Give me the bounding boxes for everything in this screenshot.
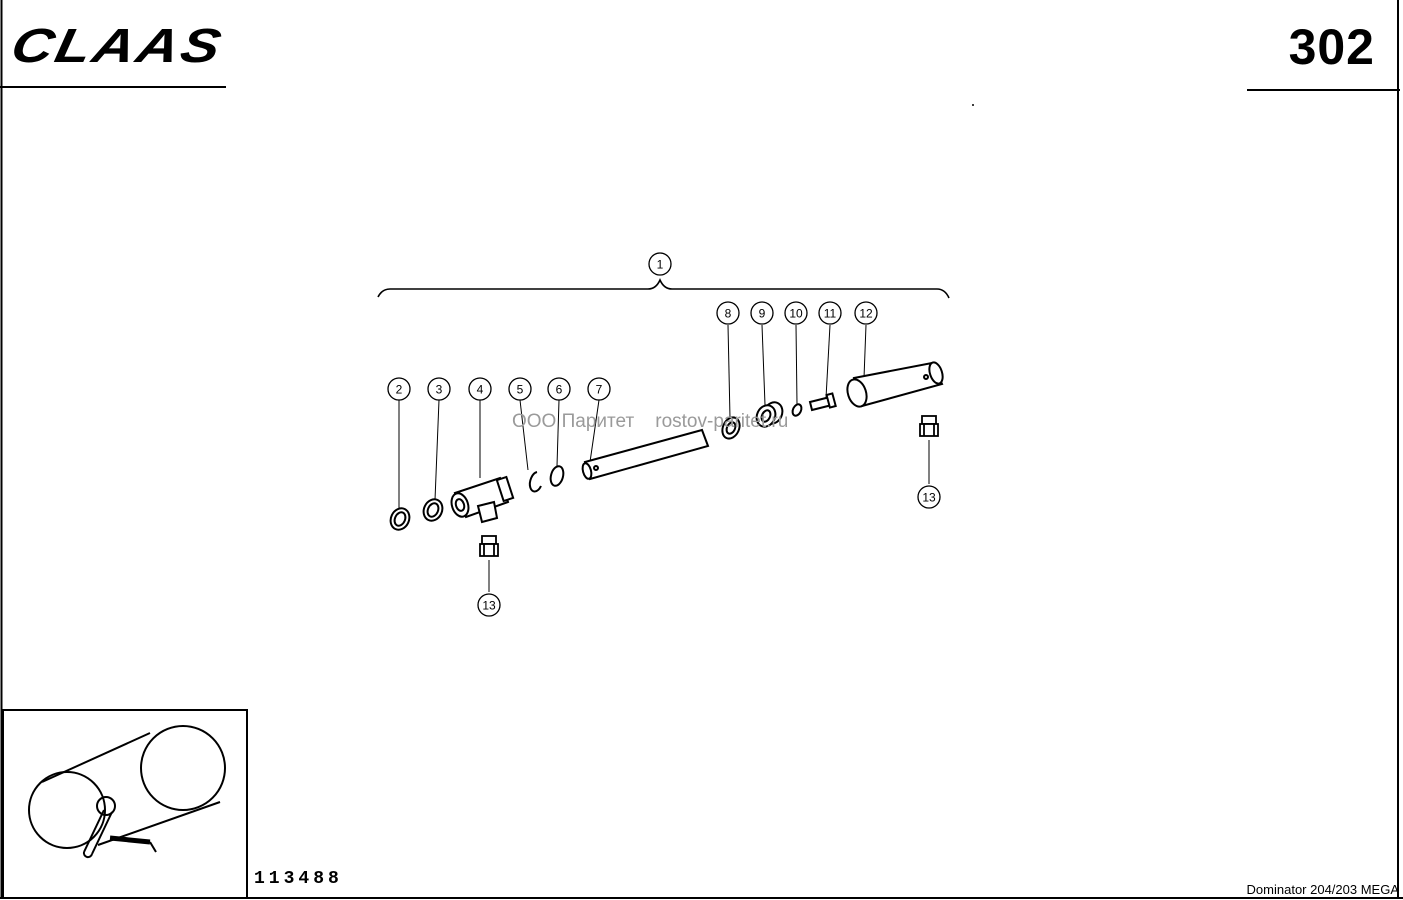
part-5-snap-ring <box>528 471 542 493</box>
callout-8: 8 <box>716 301 740 325</box>
part-4-cylinder-head <box>450 475 515 524</box>
callout-11: 11 <box>818 301 842 325</box>
callout-label: 9 <box>759 307 766 321</box>
part-13-grease-nipple <box>479 535 499 557</box>
callout-7: 7 <box>587 377 611 401</box>
callout-label: 12 <box>859 307 873 321</box>
assembly-brace <box>377 278 950 299</box>
part-12-cylinder-tube <box>846 361 944 408</box>
drawing-number: 113488 <box>254 869 343 889</box>
callout-label: 5 <box>517 383 524 397</box>
overview-sketch <box>28 725 226 859</box>
callout-label: 1 <box>657 258 664 272</box>
part-2-seal-ring <box>389 507 411 531</box>
callout-label: 13 <box>482 599 496 613</box>
callout-12: 12 <box>854 301 878 325</box>
part-9-piston <box>755 401 784 428</box>
part-8-wiper-seal <box>721 416 741 440</box>
callout-6: 6 <box>547 377 571 401</box>
callout-2: 2 <box>387 377 411 401</box>
callout-label: 6 <box>556 383 563 397</box>
callout-4: 4 <box>468 377 492 401</box>
part-3-seal-ring <box>422 498 444 522</box>
callout-13: 13 <box>477 593 501 617</box>
part-11-bolt <box>808 392 837 412</box>
callout-label: 13 <box>922 491 936 505</box>
callout-label: 7 <box>596 383 603 397</box>
part-7-piston-rod <box>581 428 710 481</box>
watermark-text: ООО Паритет rostov-paritet.ru <box>512 411 789 432</box>
callout-5: 5 <box>508 377 532 401</box>
callout-label: 10 <box>789 307 803 321</box>
callout-label: 4 <box>477 383 484 397</box>
callout-label: 3 <box>436 383 443 397</box>
callout-label: 2 <box>396 383 403 397</box>
callout-9: 9 <box>750 301 774 325</box>
overview-box <box>2 709 248 899</box>
leader-lines <box>398 324 930 592</box>
callout-10: 10 <box>784 301 808 325</box>
model-label: Dominator 204/203 MEGA <box>1246 882 1399 897</box>
callout-13-b: 13 <box>917 485 941 509</box>
callout-label: 8 <box>725 307 732 321</box>
svg-text:CLAAS: CLAAS <box>7 19 228 72</box>
scan-speck <box>972 104 974 106</box>
part-10-washer <box>791 403 803 417</box>
callout-label: 11 <box>824 307 837 321</box>
brand-logo: CLAAS <box>7 19 228 72</box>
part-6-o-ring <box>549 465 565 487</box>
callout-1: 1 <box>648 252 672 276</box>
part-13-grease-nipple-tube <box>919 415 939 437</box>
callout-3: 3 <box>427 377 451 401</box>
page-number: 302 <box>1288 19 1375 75</box>
